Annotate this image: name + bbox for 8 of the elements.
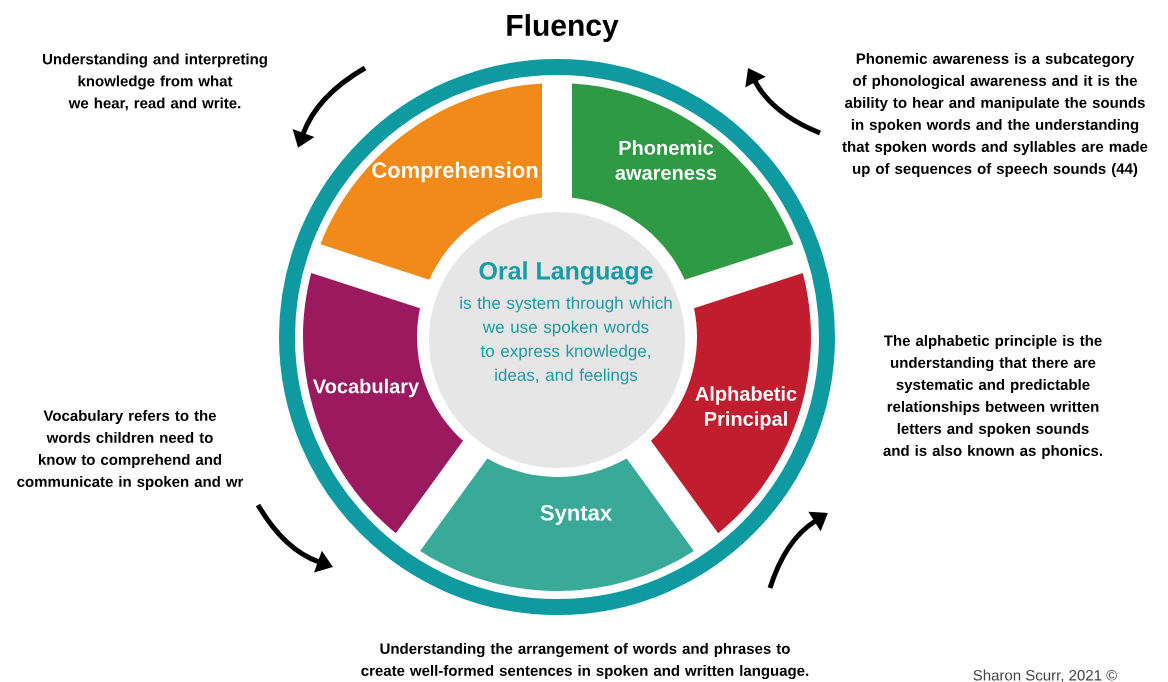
description: Phonemic awareness is a subcategory of phonological awareness and it is the ability to hear and manipulate the sounds in spoken words and the understanding that spoken words and syllables are made up of sequences of speech sounds (44): [842, 53, 1148, 177]
description: Understanding and interpreting knowledge from what we hear, read and write.: [43, 53, 267, 111]
credit: Sharon Scurr, 2021 ©: [973, 669, 1117, 682]
description: Understanding the arrangement of words and phrases to create well-formed sentences in spoken and written language.: [361, 642, 809, 679]
description: The alphabetic principle is the understanding that there are systematic and predictable relationships between written letters and spoken sounds and is also known as phonics.: [883, 335, 1102, 459]
description: Vocabulary refers to the words children need to know to comprehend and communicate in spoken and wr: [17, 410, 244, 490]
title: Fluency: [507, 14, 619, 42]
segment: Syntax: [420, 458, 694, 591]
